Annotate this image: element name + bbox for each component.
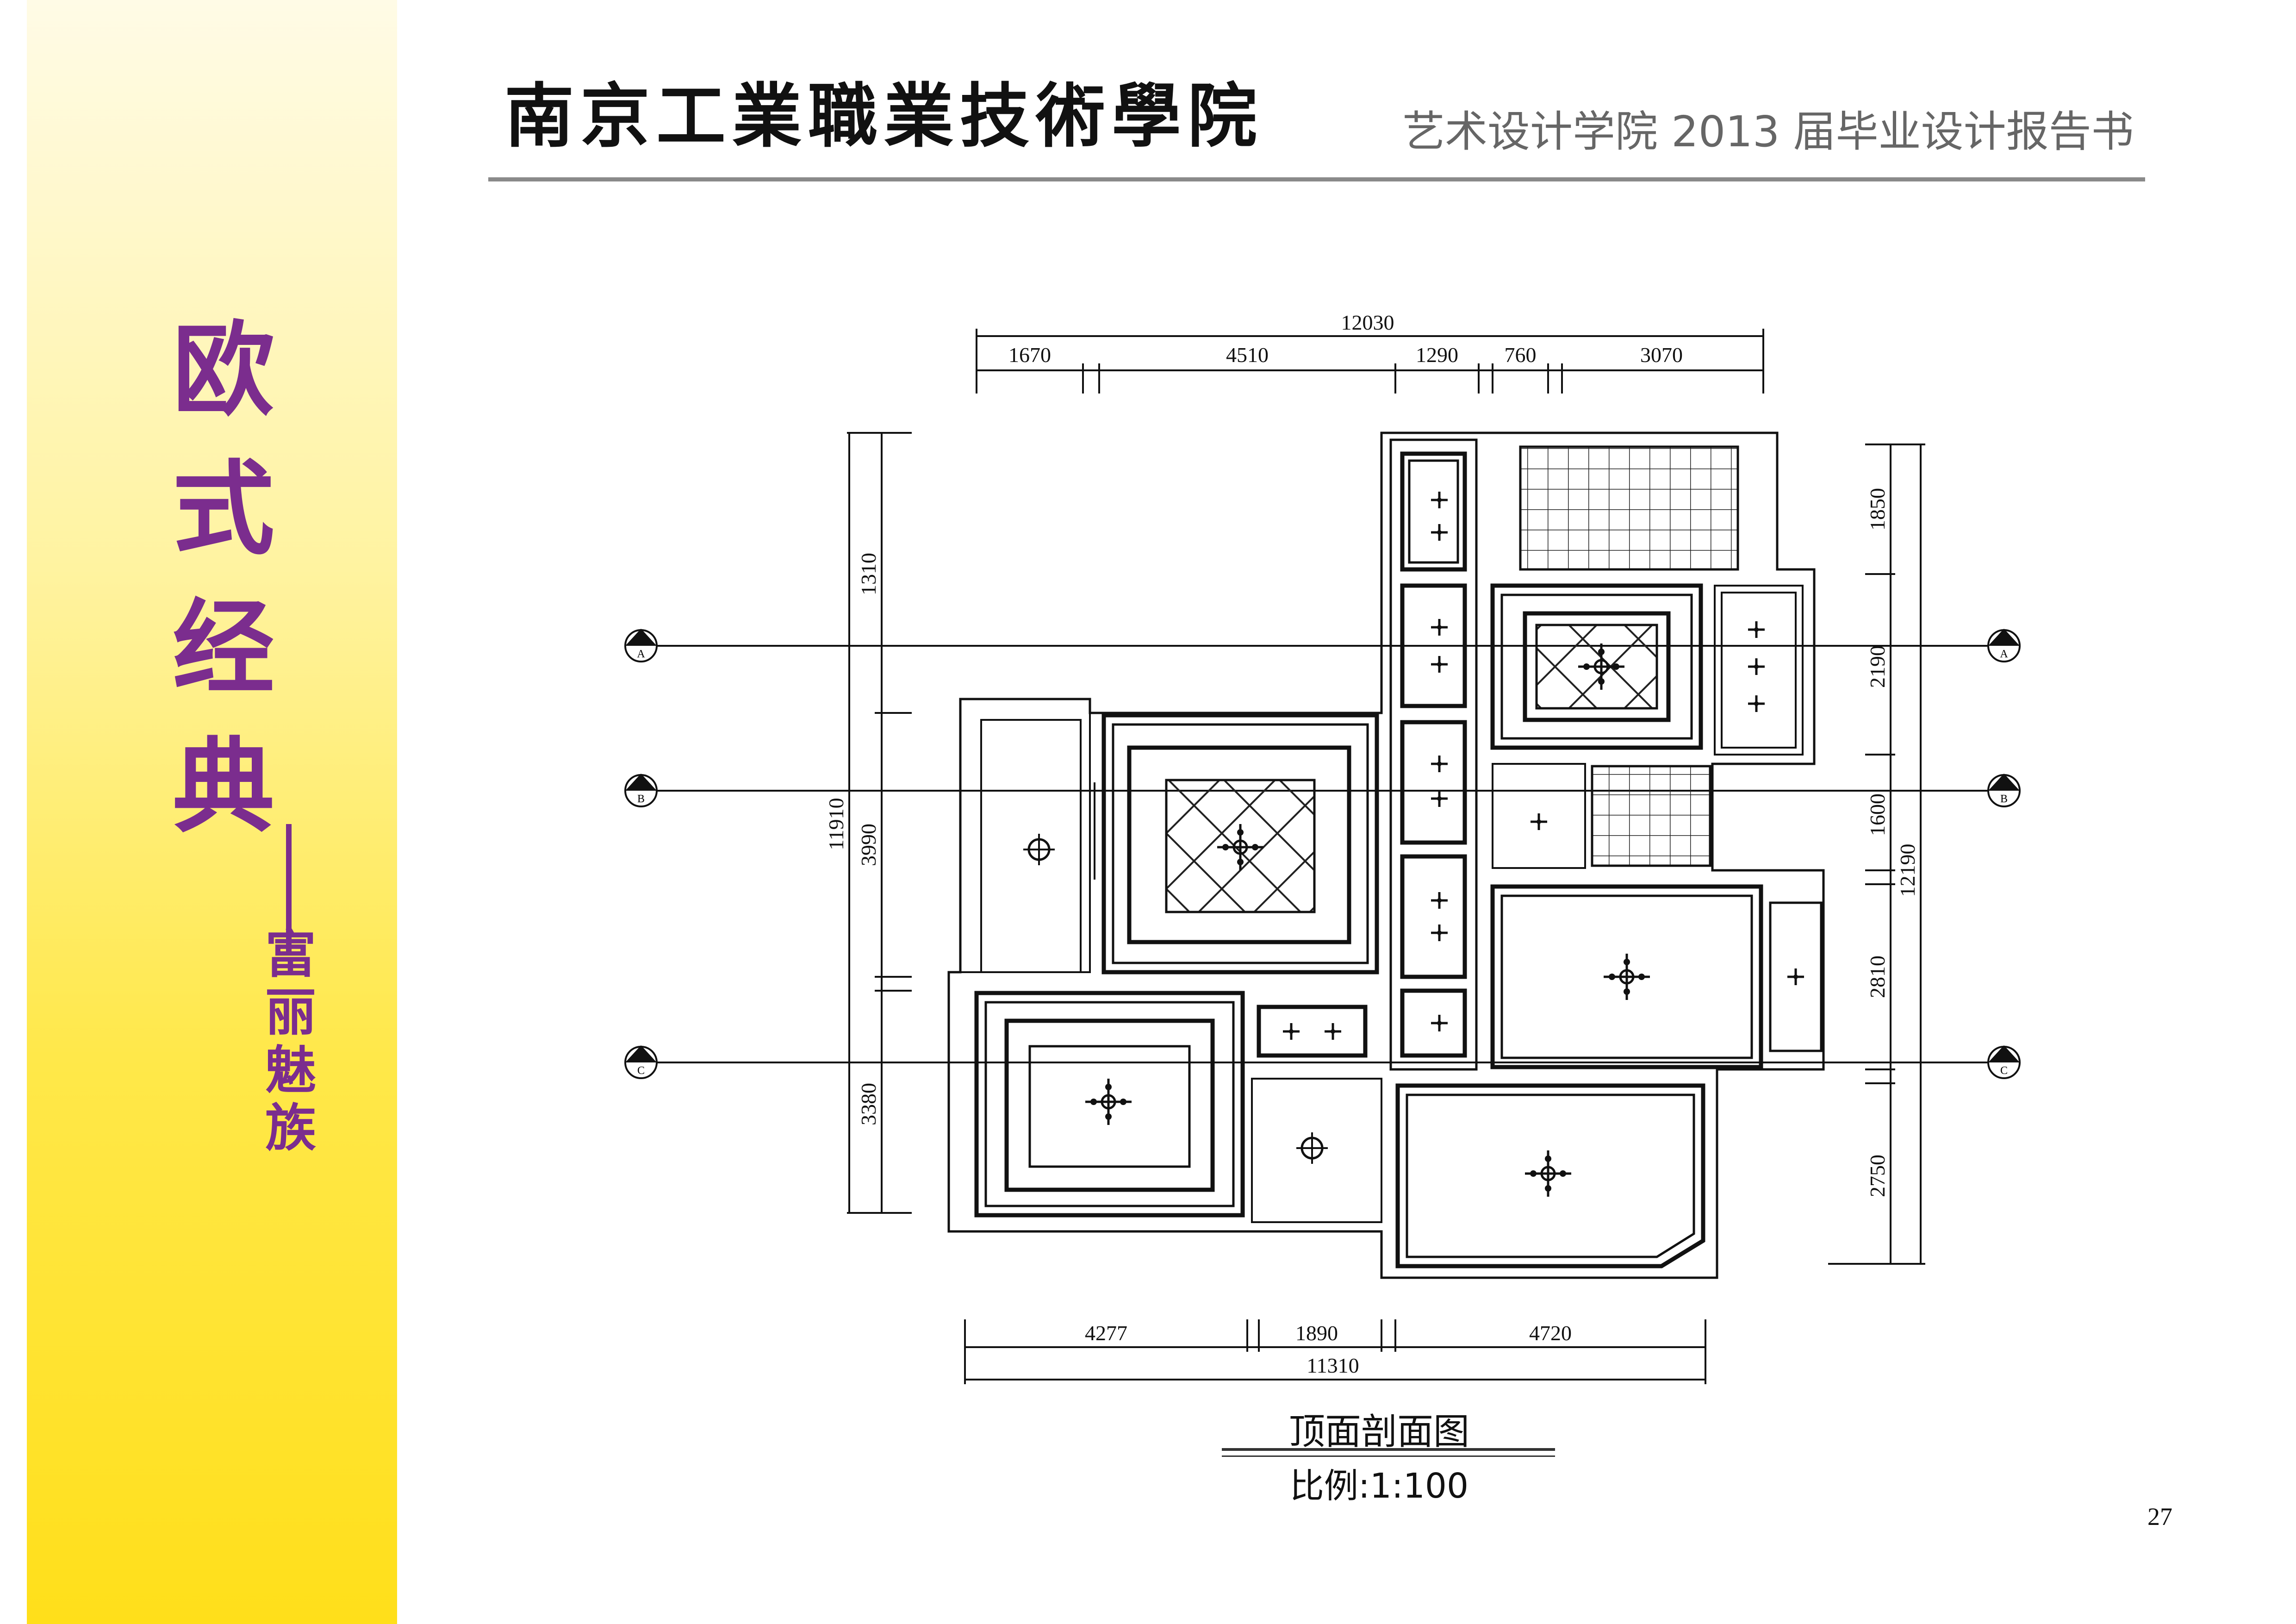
- dim-bottom-total: 11310: [1307, 1354, 1359, 1377]
- dim-right-seg-1: 1850: [1866, 488, 1889, 531]
- dim-top-seg-2: 4510: [1226, 343, 1269, 367]
- bathroom-tile-ceiling: [1591, 765, 1711, 867]
- section-marker-c-right-label: C: [2000, 1065, 2008, 1077]
- sidebar-title: 欧 式 经 典: [170, 301, 277, 856]
- dim-top-seg-3: 1290: [1416, 343, 1458, 367]
- bottom-right-bedroom-ceiling: [1395, 1083, 1705, 1268]
- corridor-lamps: [1431, 492, 1448, 1031]
- kitchen-tile-ceiling: [1519, 445, 1739, 571]
- top-dimension-chain: [976, 329, 1764, 394]
- section-marker-c-right: C: [1987, 1045, 2021, 1079]
- sidebar-title-char-4: 典: [172, 728, 274, 846]
- sidebar-subtitle-char-1: 富: [265, 925, 316, 984]
- section-marker-a-left-label: A: [637, 648, 645, 660]
- dim-left-seg-3: 3380: [857, 1083, 880, 1125]
- section-marker-a-right: A: [1987, 629, 2021, 662]
- sidebar-subtitle-char-3: 魅: [265, 1041, 316, 1100]
- dim-top-seg-5: 3070: [1640, 343, 1683, 367]
- sidebar-divider-line: [286, 824, 292, 954]
- dim-right-seg-4: 2810: [1866, 956, 1889, 998]
- left-balcony-light-icon: [1023, 834, 1055, 865]
- small-room-outline: [1492, 763, 1586, 869]
- sidebar-gradient-panel: 欧 式 经 典 富 丽 魅 族: [27, 0, 397, 1624]
- sidebar-title-char-1: 欧: [172, 311, 274, 430]
- master-bedroom-ceiling: [1490, 884, 1823, 1069]
- dining-room-chandelier-icon: [1085, 1079, 1132, 1125]
- left-balcony-ceiling: [959, 698, 1095, 973]
- section-marker-c-left: C: [624, 1045, 658, 1079]
- school-name-logo: 南京工業職業技術學院: [504, 75, 1264, 157]
- dim-right-total: 12190: [1896, 844, 1919, 897]
- sidebar-subtitle-char-4: 族: [265, 1099, 316, 1158]
- header-divider: [488, 177, 2145, 181]
- dim-bottom-seg-2: 1890: [1295, 1321, 1338, 1345]
- sidebar-subtitle-char-2: 丽: [265, 983, 316, 1042]
- dim-top-seg-1: 1670: [1008, 343, 1051, 367]
- section-marker-b-left-label: B: [637, 793, 645, 805]
- bedroom-ceiling-coffer: [1490, 583, 1703, 750]
- bottom-dimension-chain: [964, 1319, 1706, 1384]
- dim-right-seg-2: 2190: [1866, 645, 1889, 688]
- drawing-title-underline: [1222, 1448, 1555, 1451]
- report-title: 艺术设计学院 2013 届毕业设计报告书: [1402, 107, 2134, 156]
- entry-light-icon: [1296, 1132, 1328, 1164]
- dim-top-total: 12030: [1341, 311, 1394, 334]
- dining-room-ceiling: [974, 991, 1245, 1218]
- dim-left-seg-2: 3990: [857, 824, 880, 866]
- dim-bottom-seg-3: 4720: [1529, 1321, 1572, 1345]
- dim-top-seg-4: 760: [1505, 343, 1537, 367]
- section-marker-a-right-label: A: [2000, 648, 2008, 660]
- dim-bottom-seg-1: 4277: [1085, 1321, 1127, 1345]
- entry-ceiling-panel: [1257, 1005, 1368, 1058]
- page-number: 27: [2147, 1503, 2172, 1530]
- section-marker-b-right-label: B: [2000, 793, 2008, 805]
- entry-area-outline: [1251, 1078, 1382, 1223]
- bottom-bedroom-chandelier-icon: [1525, 1150, 1571, 1197]
- left-dimension-chain: [847, 432, 912, 1214]
- section-lines: [641, 645, 2004, 1063]
- balcony-top-right: [1714, 585, 1804, 756]
- right-dimension-chain: [1828, 443, 1925, 1265]
- dim-left-seg-1: 1310: [857, 553, 880, 595]
- master-bedroom-chandelier-icon: [1604, 954, 1650, 1000]
- drawing-scale: 比例:1:100: [1289, 1466, 1469, 1506]
- sidebar-title-char-3: 经: [172, 589, 274, 707]
- section-marker-c-left-label: C: [637, 1065, 645, 1077]
- dim-right-seg-3: 1600: [1866, 793, 1889, 836]
- dim-left-total: 11910: [824, 798, 848, 850]
- drawing-title-underline-thin: [1222, 1455, 1555, 1457]
- section-marker-b-left: B: [624, 774, 658, 807]
- drawing-title: 顶面剖面图: [1288, 1411, 1469, 1453]
- corridor-ceiling-panels: [1400, 451, 1467, 1058]
- section-marker-a-left: A: [624, 629, 658, 662]
- sidebar-title-char-2: 式: [172, 450, 274, 568]
- section-marker-b-right: B: [1987, 774, 2021, 807]
- sidebar-subtitle: 富 丽 魅 族: [261, 926, 321, 1157]
- dim-right-seg-5: 2750: [1866, 1155, 1889, 1197]
